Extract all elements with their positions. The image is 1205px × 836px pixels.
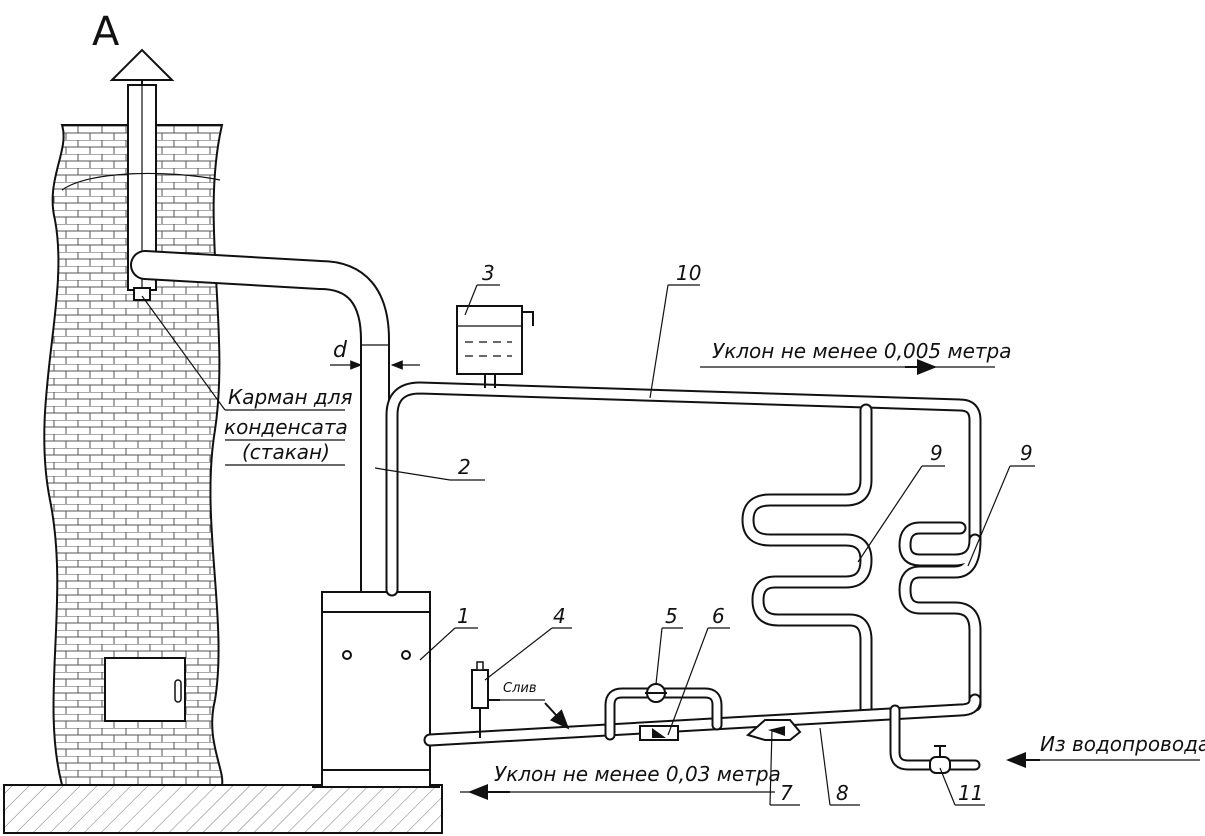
drain-label: Слив	[503, 681, 537, 696]
callout-10: 10	[676, 261, 701, 285]
callout-8: 8	[836, 781, 849, 805]
boiler-port-right	[401, 650, 411, 660]
radiator-coil-a	[741, 403, 873, 722]
condensate-label-1: Карман для	[228, 385, 353, 409]
callout-1: 1	[457, 604, 470, 628]
inlet-valve	[929, 756, 951, 774]
dimension-label: d	[333, 338, 348, 363]
callout-6: 6	[712, 604, 725, 628]
condensate-label-3: (стакан)	[242, 440, 330, 464]
callout-2: 2	[458, 455, 471, 479]
callout-5: 5	[665, 604, 678, 628]
firebox-door	[104, 657, 186, 722]
boiler-port-left	[342, 650, 352, 660]
callout-9b: 9	[1020, 441, 1033, 465]
slope-top-label: Уклон не менее 0,005 метра	[712, 339, 1012, 363]
condensate-label-2: конденсата	[224, 415, 348, 439]
supply-pipe	[385, 381, 982, 597]
ground	[3, 784, 443, 834]
callout-11: 11	[958, 781, 983, 805]
chimney-cap	[109, 48, 175, 81]
slope-bottom-label: Уклон не менее 0,03 метра	[494, 762, 781, 786]
expansion-tank	[456, 305, 523, 375]
view-label: А	[92, 9, 120, 55]
callout-4: 4	[553, 604, 566, 628]
safety-group	[471, 669, 489, 709]
condensate-pocket-cup	[133, 287, 151, 301]
water-supply-label: Из водопровода	[1040, 732, 1205, 756]
callout-9a: 9	[930, 441, 943, 465]
door-handle	[174, 679, 182, 703]
boiler	[321, 591, 431, 788]
callout-3: 3	[482, 261, 495, 285]
leader-lines	[141, 284, 1035, 806]
callout-7: 7	[780, 781, 793, 805]
